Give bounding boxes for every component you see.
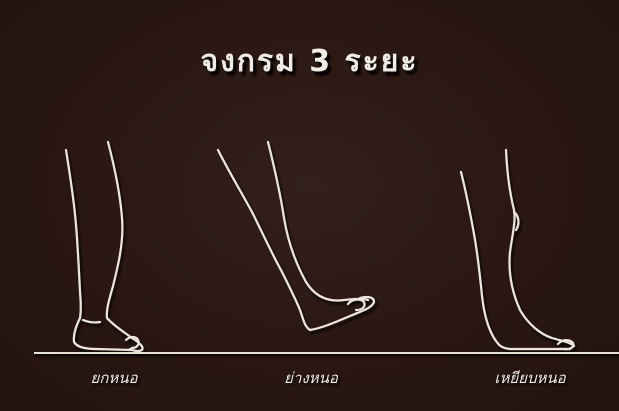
label-placing: เหยียบหนอ <box>494 369 566 387</box>
leg-1-toes <box>124 335 140 350</box>
leg-2-sole <box>308 295 376 332</box>
leg-lifting-phase <box>64 140 144 353</box>
leg-3-back-contour <box>459 170 572 351</box>
leg-stepping-phase <box>216 140 376 332</box>
leg-2-front-contour <box>266 140 370 302</box>
leg-1-back-contour <box>64 148 134 352</box>
leg-placing-phase <box>459 148 576 351</box>
leg-2-back-contour <box>216 148 312 332</box>
leg-3-toes <box>556 339 575 351</box>
leg-1-ankle-line <box>81 318 102 324</box>
leg-3-knee-detail <box>512 210 520 232</box>
leg-1-front-contour <box>105 140 144 353</box>
slide-title: จงกรม 3 ระยะ <box>200 44 419 79</box>
label-stepping: ย่างหนอ <box>284 369 338 387</box>
leg-2-toes <box>346 298 366 312</box>
floor-line <box>34 352 619 354</box>
label-lifting: ยกหนอ <box>90 369 138 387</box>
leg-3-front-contour <box>504 148 576 348</box>
